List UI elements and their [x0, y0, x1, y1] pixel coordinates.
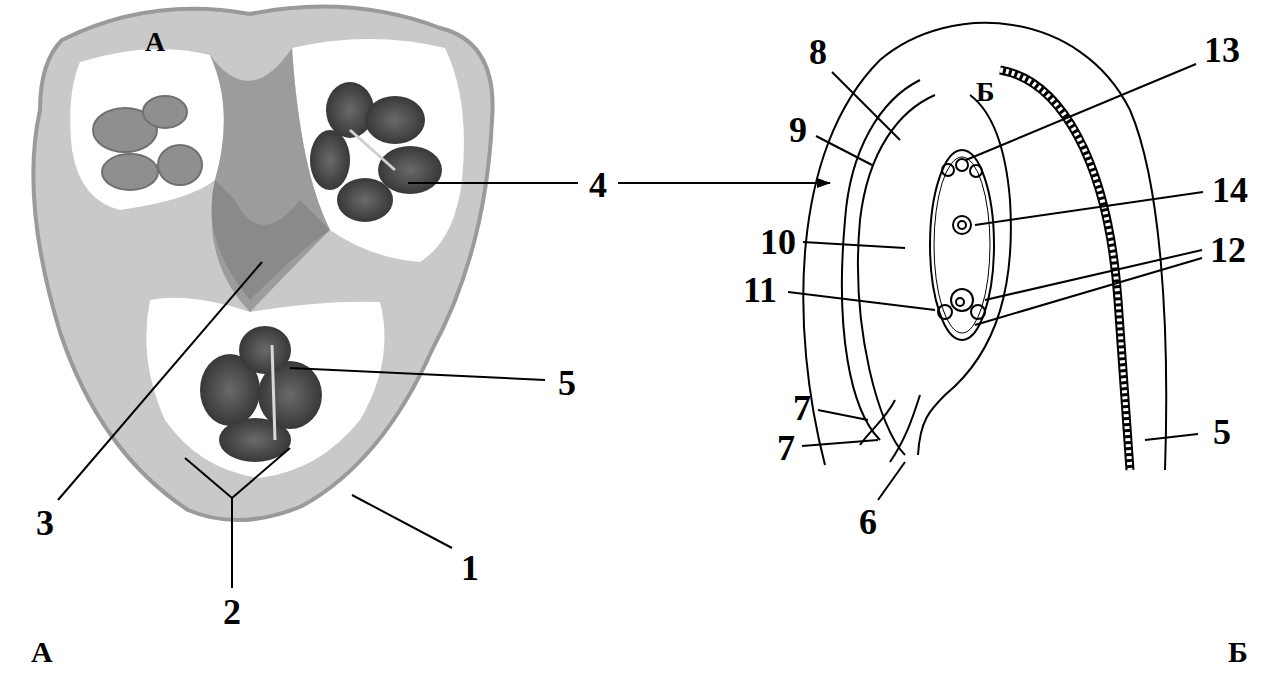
- callout-label: А: [31, 637, 53, 667]
- ovary-section: [33, 7, 492, 520]
- callout-label: 1: [461, 550, 479, 586]
- callout-label: 14: [1212, 172, 1248, 208]
- callout-label: 9: [789, 112, 807, 148]
- callout-label: 5: [1213, 414, 1231, 450]
- callout-label: 7: [777, 430, 795, 466]
- callout-label: А: [145, 28, 165, 56]
- callout-label: 2: [223, 594, 241, 630]
- callout-label: 13: [1204, 32, 1240, 68]
- ovule: [803, 23, 1166, 470]
- leader-lines: [58, 64, 1203, 588]
- callout-label: 8: [809, 34, 827, 70]
- callout-label: 6: [859, 504, 877, 540]
- callout-label: 11: [743, 272, 777, 308]
- callout-label: 4: [589, 167, 607, 203]
- callout-label: 10: [760, 224, 796, 260]
- callout-label: 7: [793, 390, 811, 426]
- callout-label: Б: [1228, 637, 1248, 667]
- callout-label: 5: [558, 365, 576, 401]
- callout-label: 12: [1210, 232, 1246, 268]
- callout-label: 3: [36, 505, 54, 541]
- callout-label: Б: [976, 78, 995, 106]
